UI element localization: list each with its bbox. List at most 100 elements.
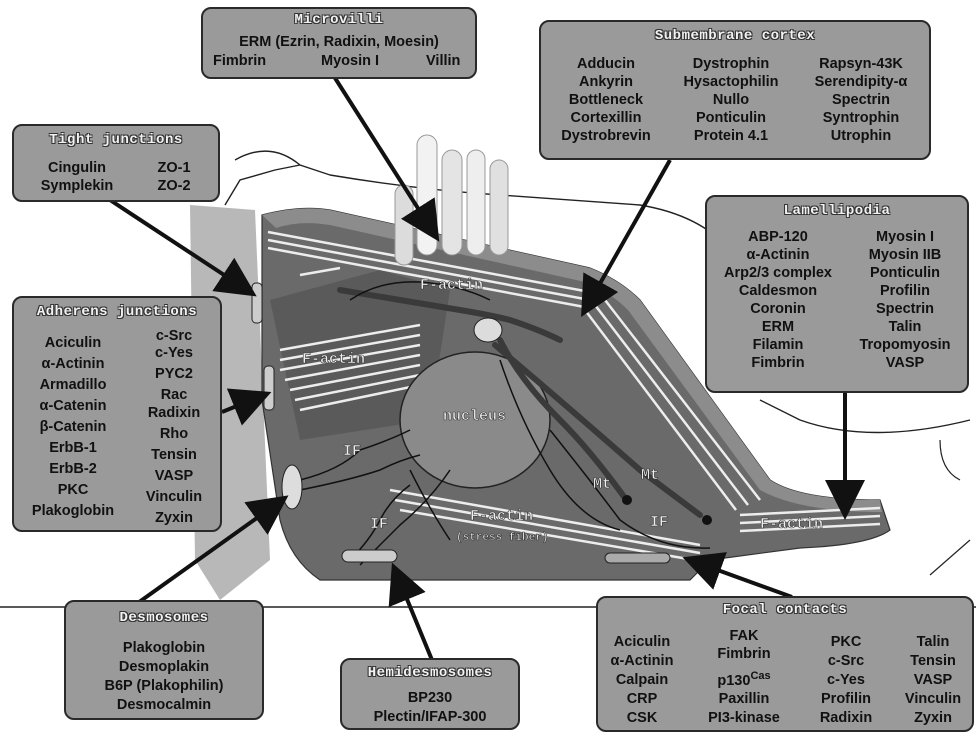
lamellipodia-item: Caldesmon [713,283,843,300]
focal-item: Vinculin [894,691,972,708]
adherens-item: Aciculin [18,335,128,352]
p130-text: p130 [717,673,750,689]
focal-item: Tensin [894,653,972,670]
lamellipodia-item: Spectrin [847,301,963,318]
focal-item: Calpain [600,672,684,689]
focal-item: FAK [690,628,798,645]
lamellipodia-item: Filamin [713,337,843,354]
focal-item: Paxillin [690,691,798,708]
mt-label-1: Mt [593,476,611,493]
focal-contacts-box: Focal contacts Aciculin α-Actinin Calpai… [596,596,974,732]
submembrane-item: Hysactophilin [671,74,791,91]
adherens-item: Rac [130,387,218,404]
factin-right-label: F-actin [760,516,823,533]
adherens-junction-structure [264,366,274,410]
focal-item: c-Src [804,653,888,670]
desmosomes-item: Desmocalmin [66,697,262,714]
submembrane-item: Ankyrin [551,74,661,91]
focal-item: PI3-kinase [690,710,798,727]
hemidesmosomes-item: BP230 [342,690,518,707]
lamellipodia-item: Fimbrin [713,355,843,372]
mt-end [622,495,632,505]
adherens-item: β-Catenin [18,419,128,436]
lamellipodia-item: Ponticulin [847,265,963,282]
submembrane-item: Utrophin [799,128,923,145]
if-left-label: IF [343,443,361,460]
lamellipodia-item: Myosin I [847,229,963,246]
desmosomes-item: B6P (Plakophilin) [66,678,262,695]
hemidesmosome-structure [342,550,397,562]
adherens-item: Tensin [130,447,218,464]
focal-title: Focal contacts [598,602,972,618]
focal-item: Talin [894,634,972,651]
adherens-item: VASP [130,468,218,485]
lamellipodia-item: Coronin [713,301,843,318]
submembrane-item: Rapsyn-43K [799,56,923,73]
lamellipodia-item: ABP-120 [713,229,843,246]
adherens-item: Vinculin [130,489,218,506]
adherens-item: α-Actinin [18,356,128,373]
adherens-item: Radixin [130,405,218,422]
lamellipodia-item: α-Actinin [713,247,843,264]
focal-item-p130cas: p130Cas [690,668,798,690]
lamellipodia-item: VASP [847,355,963,372]
adherens-item: ErbB-2 [18,461,128,478]
stress-fiber-label: (stress fiber) [456,532,548,544]
lamellipodia-item: ERM [713,319,843,336]
adherens-item: PYC2 [130,366,218,383]
submembrane-title: Submembrane cortex [541,28,929,44]
focal-item: CSK [600,710,684,727]
lamellipodia-box: Lamellipodia ABP-120 α-Actinin Arp2/3 co… [705,195,969,393]
if-bottom-label: IF [370,516,388,533]
focal-item: CRP [600,691,684,708]
tight-item: ZO-2 [134,178,214,195]
submembrane-item: Serendipity-α [799,74,923,91]
tight-item: Symplekin [22,178,132,195]
hemidesmosomes-box: Hemidesmosomes BP230 Plectin/IFAP-300 [340,658,520,730]
if-right-label: IF [650,514,668,531]
adherens-title: Adherens junctions [14,304,220,320]
focal-item: PKC [804,634,888,651]
factin-top-label: F-actin [420,277,483,294]
desmosomes-item: Desmoplakin [66,659,262,676]
tight-junctions-box: Tight junctions Cingulin Symplekin ZO-1 … [12,124,220,202]
microvilli-box: Microvilli ERM (Ezrin, Radixin, Moesin) … [201,7,477,79]
focal-item: Fimbrin [690,646,798,663]
microvilli-item: Fimbrin [213,53,266,70]
hemidesmosomes-title: Hemidesmosomes [342,665,518,681]
tight-title: Tight junctions [14,132,218,148]
submembrane-cortex-box: Submembrane cortex Adducin Ankyrin Bottl… [539,20,931,160]
focal-item: Profilin [804,691,888,708]
desmosome-structure [282,465,302,509]
mt-end-2 [702,515,712,525]
cas-superscript: Cas [750,670,770,682]
submembrane-item: Cortexillin [551,110,661,127]
outer-contour [930,440,970,575]
adherens-item: PKC [18,482,128,499]
lamellipodia-item: Profilin [847,283,963,300]
lamellipodia-item: Arp2/3 complex [713,265,843,282]
nucleus-label: nucleus [443,408,506,425]
adherens-item: Rho [130,426,218,443]
submembrane-item: Protein 4.1 [671,128,791,145]
factin-bottom-label: F-actin [470,508,533,525]
desmosomes-title: Desmosomes [66,610,262,626]
focal-contact-structure [605,553,670,563]
focal-item: Radixin [804,710,888,727]
submembrane-item: Dystrobrevin [551,128,661,145]
adherens-junctions-box: Adherens junctions Aciculin α-Actinin Ar… [12,296,222,532]
tight-item: Cingulin [22,160,132,177]
focal-item: c-Yes [804,672,888,689]
hemidesmosomes-item: Plectin/IFAP-300 [342,709,518,726]
submembrane-item: Dystrophin [671,56,791,73]
focal-item: Aciculin [600,634,684,651]
submembrane-item: Adducin [551,56,661,73]
submembrane-item: Ponticulin [671,110,791,127]
lamellipodia-item: Talin [847,319,963,336]
adherens-item: Plakoglobin [18,503,128,520]
lamellipodia-title: Lamellipodia [707,203,967,219]
microvilli-title: Microvilli [203,12,475,28]
factin-left-label: F-actin [302,351,365,368]
lamellipodia-item: Tropomyosin [847,337,963,354]
